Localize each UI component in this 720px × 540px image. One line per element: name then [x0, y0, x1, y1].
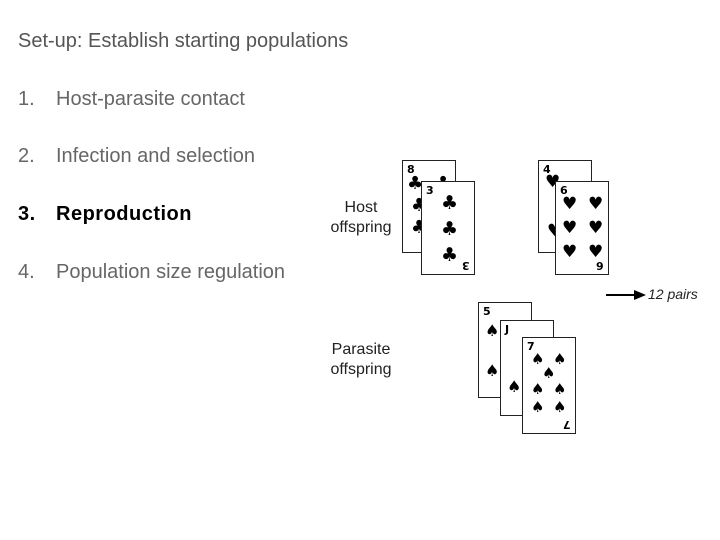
- step-number: 1.: [18, 88, 35, 110]
- card-rank: 3: [426, 184, 434, 197]
- heart-icon: ♥: [588, 242, 604, 262]
- host-offspring-label: Host offspring: [322, 198, 400, 238]
- club-icon: ♣: [407, 173, 424, 194]
- parasite-offspring-label: Parasite offspring: [320, 340, 402, 380]
- heart-icon: ♥: [562, 218, 578, 238]
- host-label-line1: Host: [344, 199, 378, 216]
- spade-icon: ♠: [553, 350, 567, 368]
- step-1: 1. Host-parasite contact: [18, 88, 245, 111]
- right-arrow-icon: [606, 290, 646, 300]
- step-label: Infection and selection: [56, 145, 256, 167]
- card-rank: 4: [543, 163, 551, 176]
- step-label: Host-parasite contact: [56, 88, 245, 110]
- club-icon: ♣: [441, 218, 459, 240]
- step-number: 3.: [18, 203, 36, 225]
- step-label: Reproduction: [56, 203, 192, 225]
- heart-icon: ♥: [588, 194, 604, 214]
- spade-icon: ♠: [531, 398, 545, 416]
- spade-icon: ♠: [531, 380, 545, 398]
- club-icon: ♣: [441, 244, 459, 266]
- step-number: 4.: [18, 261, 35, 283]
- spade-icon: ♠: [553, 380, 567, 398]
- card-rank: 7: [563, 418, 571, 431]
- card-rank: 3: [462, 259, 470, 272]
- card-rank: 7: [527, 340, 535, 353]
- spade-icon: ♠: [553, 398, 567, 416]
- spade-icon: ♠: [507, 377, 522, 396]
- heart-icon: ♥: [588, 218, 604, 238]
- step-label: Population size regulation: [56, 261, 286, 283]
- playing-card-front: 3 ♣ ♣ ♣ 3: [421, 181, 475, 275]
- spade-icon: ♠: [485, 361, 500, 380]
- heart-icon: ♥: [562, 242, 578, 262]
- card-rank: 5: [483, 305, 491, 318]
- playing-card-front: 6 ♥ ♥ ♥ ♥ ♥ ♥ 6: [555, 181, 609, 275]
- club-icon: ♣: [441, 192, 459, 214]
- spade-icon: ♠: [531, 350, 545, 368]
- card-rank: 8: [407, 163, 415, 176]
- pairs-count-label: 12 pairs: [648, 286, 698, 302]
- host-label-line2: offspring: [330, 219, 392, 236]
- parasite-label-line1: Parasite: [331, 341, 391, 358]
- card-rank: 6: [560, 184, 568, 197]
- spade-icon: ♠: [542, 364, 556, 382]
- step-number: 2.: [18, 145, 35, 167]
- card-rank: 6: [596, 259, 604, 272]
- step-2: 2. Infection and selection: [18, 145, 255, 168]
- parasite-label-line2: offspring: [330, 361, 392, 378]
- step-4: 4. Population size regulation: [18, 261, 285, 284]
- heading: Set-up: Establish starting populations: [18, 30, 349, 52]
- spade-icon: ♠: [485, 321, 500, 340]
- card-rank: J: [505, 323, 510, 336]
- step-3: 3. Reproduction: [18, 203, 192, 226]
- heart-icon: ♥: [562, 194, 578, 214]
- playing-card-front: 7 ♠ ♠ ♠ ♠ ♠ ♠ ♠ 7: [522, 337, 576, 434]
